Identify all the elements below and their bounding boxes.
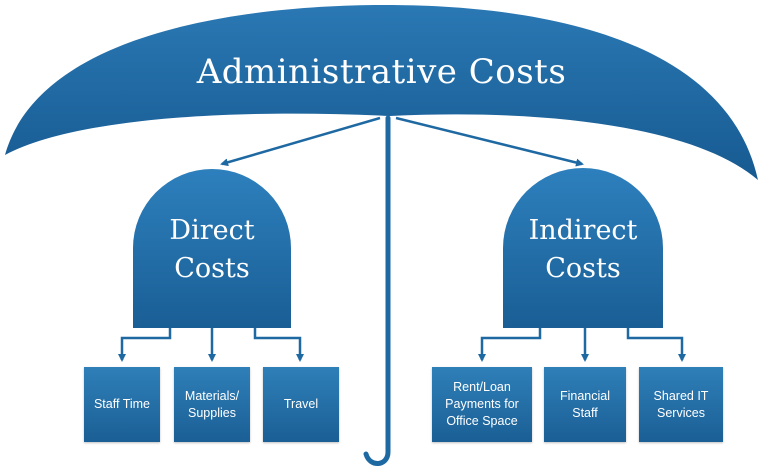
indirect-item-rent-loan: Rent/Loan Payments for Office Space <box>432 367 532 442</box>
indirect-costs-line1: Indirect <box>528 215 638 246</box>
indirect-costs-label: Indirect Costs <box>503 212 663 288</box>
direct-costs-label: Direct Costs <box>133 212 291 288</box>
direct-item-travel: Travel <box>263 367 339 442</box>
indirect-item-label: Financial Staff <box>559 388 611 420</box>
direct-item-label: Travel <box>283 397 319 411</box>
direct-item-materials-supplies: Materials/ Supplies <box>174 367 250 442</box>
indirect-costs-dome <box>503 168 663 328</box>
diagram-title: Administrative Costs <box>196 52 567 92</box>
direct-item-label: Materials/ Supplies <box>184 388 240 420</box>
arrow-to-direct <box>220 116 381 167</box>
umbrella-canopy <box>5 5 758 180</box>
direct-costs-line2: Costs <box>174 253 250 284</box>
direct-item-label: Staff Time <box>93 397 151 411</box>
direct-costs-line1: Direct <box>169 215 255 246</box>
direct-item-staff-time: Staff Time <box>84 367 160 442</box>
umbrella-handle <box>363 115 391 466</box>
indirect-item-shared-it: Shared IT Services <box>639 367 723 442</box>
indirect-connectors <box>478 328 686 362</box>
direct-connectors <box>118 328 304 362</box>
arrow-to-indirect <box>395 116 584 167</box>
indirect-item-label: Shared IT Services <box>653 388 709 420</box>
indirect-item-label: Rent/Loan Payments for Office Space <box>445 380 519 428</box>
indirect-costs-line2: Costs <box>545 253 621 284</box>
indirect-item-financial-staff: Financial Staff <box>544 367 626 442</box>
direct-costs-dome <box>133 169 291 328</box>
